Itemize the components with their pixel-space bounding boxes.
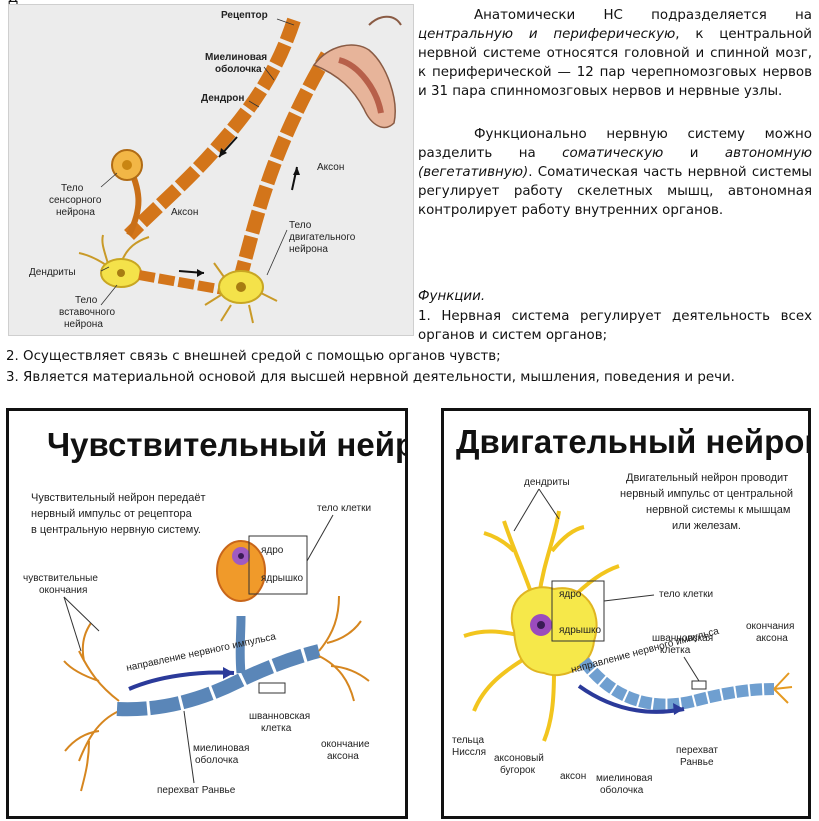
sensory-endings [63, 622, 120, 792]
arm-muscle-illustration [312, 15, 402, 129]
sensory-desc-1: Чувствительный нейрон передаёт [31, 492, 206, 504]
sensory-neuron-chain [111, 17, 301, 240]
label-sensory-1: Тело [61, 183, 84, 194]
motor-label-hillock-1: аксоновый [494, 753, 544, 764]
motor-label-myelin-1: миелиновая [596, 773, 652, 784]
function-item-1: 1. Нервная система регулирует деятельнос… [418, 309, 812, 343]
sensory-label-myelin-1: миелиновая [193, 743, 249, 754]
sensory-label-nucleus: ядро [261, 545, 284, 556]
motor-neuron-chain [204, 51, 334, 324]
impulse-direction-arrow [128, 670, 235, 691]
label-dendrites: Дендриты [29, 267, 76, 278]
sensory-title: Чувствительный нейрон [47, 426, 405, 463]
motor-label-ranvier-2: Ранвье [680, 757, 714, 768]
reflex-arc-diagram: Рецептор Миелиновая оболочка Дендрон Тел… [29, 10, 402, 330]
label-inter-3: нейрона [64, 319, 103, 330]
label-inter-1: Тело [75, 295, 98, 306]
sensory-label-myelin-2: оболочка [195, 754, 239, 766]
motor-label-nissl-1: тельца [452, 735, 484, 746]
functions-heading: Функции. [418, 289, 486, 304]
function-item-2: 2. Осуществляет связь с внешней средой с… [6, 349, 501, 364]
motor-label-schwann-1: шванновская [652, 633, 713, 644]
sensory-axon [116, 644, 321, 717]
label-axon-left: Аксон [171, 207, 198, 218]
sensory-label-axon-end-1: окончание [321, 739, 370, 750]
sensory-neuron-figure: Чувствительный нейрон Чувствительный ней… [6, 408, 455, 819]
motor-neuron-figure: Двигательный нейрон Двигательный нейрон … [441, 408, 819, 819]
label-receptor: Рецептор [221, 10, 268, 21]
clipped-top-text: Д [8, 0, 18, 6]
motor-label-axon: аксон [560, 771, 586, 782]
label-motor-3: нейрона [289, 244, 328, 255]
interneuron [78, 234, 225, 295]
sensory-cell-body [216, 540, 266, 602]
motor-label-nucleus: ядро [559, 589, 582, 600]
sensory-label-axon-end-2: аксона [327, 751, 359, 762]
motor-desc-1: Двигательный нейрон проводит [626, 472, 788, 484]
sensory-label-schwann-1: шванновская [249, 711, 310, 722]
motor-label-cell-body: тело клетки [659, 589, 713, 600]
sensory-label-ranvier: перехват Ранвье [157, 785, 236, 796]
motor-desc-3: нервной системы к мышцам [646, 504, 790, 516]
sensory-label-endings-2: окончания [39, 585, 87, 596]
motor-label-hillock-2: бугорок [500, 764, 536, 776]
label-myelin-1: Миелиновая [205, 52, 267, 63]
reflex-arc-figure: Рецептор Миелиновая оболочка Дендрон Тел… [8, 4, 414, 336]
motor-label-ranvier-1: перехват [676, 745, 718, 756]
sensory-desc-3: в центральную нервную систему. [31, 524, 201, 536]
sensory-axon-branch [235, 615, 246, 674]
motor-label-nucleolus: ядрышко [559, 625, 602, 636]
motor-title: Двигательный нейрон [456, 423, 808, 460]
sensory-label-endings-1: чувствительные [23, 573, 98, 584]
motor-label-dendrites: дендриты [524, 477, 570, 488]
label-inter-2: вставочного [59, 307, 115, 318]
label-sensory-2: сенсорного [49, 195, 102, 206]
label-sensory-3: нейрона [56, 207, 95, 218]
motor-label-schwann-2: клетка [660, 645, 691, 656]
function-item-3: 3. Является материальной основой для выс… [6, 370, 735, 385]
sensory-axon-endings [318, 595, 370, 702]
motor-label-axon-end-1: окончания [746, 621, 794, 632]
motor-impulse-arrow [577, 684, 685, 714]
motor-desc-2: нервный импульс от центральной [620, 488, 793, 500]
motor-dendrites [463, 510, 620, 742]
label-motor-2: двигательного [289, 232, 356, 243]
motor-label-myelin-2: оболочка [600, 784, 644, 796]
motor-neuron-diagram: Двигательный нейрон Двигательный нейрон … [452, 423, 819, 796]
motor-axon-endings [773, 672, 793, 704]
intro-paragraph: Анатомически НС подразделяется на центра… [418, 8, 812, 99]
motor-cell-body [510, 586, 598, 677]
motor-label-axon-end-2: аксона [756, 633, 788, 644]
motor-desc-4: или железам. [672, 520, 741, 532]
sensory-desc-2: нервный импульс от рецептора [31, 508, 193, 520]
label-axon-right: Аксон [317, 162, 344, 173]
sensory-neuron-diagram: Чувствительный нейрон Чувствительный ней… [23, 426, 455, 796]
label-myelin-2: оболочка [215, 63, 262, 75]
label-dendron: Дендрон [201, 93, 244, 104]
functional-paragraph: Функционально нервную систему можно разд… [418, 127, 813, 218]
sensory-label-cell-body: тело клетки [317, 503, 371, 514]
label-motor-1: Тело [289, 220, 312, 231]
sensory-label-nucleolus: ядрышко [261, 573, 304, 584]
motor-axon [579, 657, 775, 711]
motor-label-nissl-2: Ниссля [452, 747, 486, 758]
sensory-label-schwann-2: клетка [261, 723, 292, 734]
